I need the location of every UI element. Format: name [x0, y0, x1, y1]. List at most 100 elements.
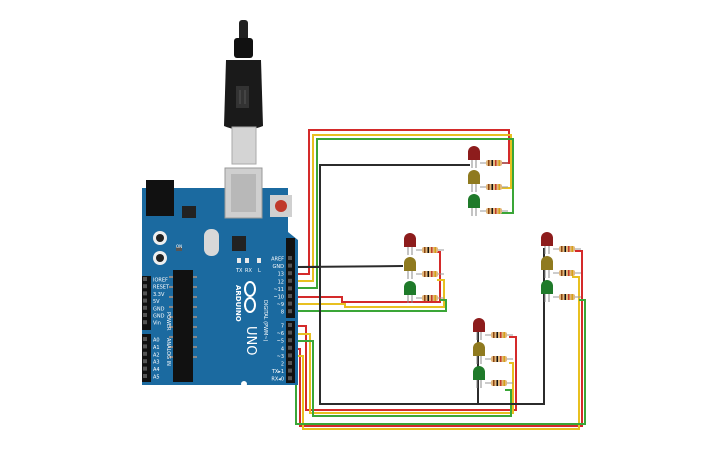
digital-pin-socket[interactable] — [288, 361, 292, 365]
power-pin-socket[interactable] — [143, 320, 147, 325]
l-label: L — [258, 268, 261, 274]
analog-pin-socket[interactable] — [143, 359, 147, 364]
power-pin-socket[interactable] — [143, 298, 147, 303]
power-pin-socket[interactable] — [143, 284, 147, 289]
resistor[interactable] — [422, 247, 438, 253]
wire-green-south[interactable] — [296, 340, 512, 417]
digital-header-top — [286, 238, 295, 318]
traffic-light-south[interactable] — [473, 318, 513, 388]
digital-pin-label: AREF — [271, 257, 284, 263]
digital-pin-socket[interactable] — [288, 376, 292, 381]
digital-pin-socket[interactable] — [288, 301, 292, 306]
resistor[interactable] — [422, 295, 438, 301]
analog-pin-socket[interactable] — [143, 374, 147, 378]
usb-cable[interactable] — [224, 20, 263, 165]
digital-pin-socket[interactable] — [288, 330, 292, 335]
power-pin-label: 5V — [153, 299, 160, 305]
digital-pin-socket[interactable] — [288, 286, 292, 291]
resistor[interactable] — [491, 356, 507, 362]
power-header-label: POWER — [165, 312, 171, 331]
digital-pin-socket[interactable] — [288, 263, 292, 268]
wire-yellow-south[interactable] — [296, 333, 514, 414]
analog-pin-label: A2 — [153, 352, 160, 358]
arduino-logo — [244, 281, 256, 313]
wire-green-east[interactable] — [295, 299, 586, 425]
traffic-light-east[interactable] — [541, 232, 581, 302]
resistor[interactable] — [559, 270, 575, 276]
digital-pin-label: 13 — [278, 272, 284, 278]
wire-red-east[interactable] — [296, 250, 583, 427]
digital-pin-socket[interactable] — [288, 353, 292, 358]
digital-pin-label: 8 — [281, 310, 284, 316]
analog-pin-socket[interactable] — [143, 337, 147, 341]
wire-green-north[interactable] — [296, 138, 514, 289]
digital-pin-socket[interactable] — [288, 278, 292, 283]
digital-pin-socket[interactable] — [288, 256, 292, 260]
led-yellow[interactable] — [404, 257, 416, 271]
wires — [295, 129, 586, 430]
led-red[interactable] — [404, 233, 416, 247]
power-pin-label: 3.3V — [153, 292, 165, 298]
power-pin-socket[interactable] — [143, 305, 147, 310]
model-label: UNO — [243, 326, 258, 355]
brand-label: ARDUINO — [234, 285, 242, 322]
wire-yellow-west[interactable] — [296, 279, 445, 308]
led-red[interactable] — [468, 146, 480, 160]
resistor[interactable] — [559, 246, 575, 252]
traffic-light-north[interactable] — [468, 146, 508, 216]
digital-pin-socket[interactable] — [288, 294, 292, 298]
led-yellow[interactable] — [473, 342, 485, 356]
analog-pin-socket[interactable] — [143, 344, 147, 349]
wire-yellow-north[interactable] — [296, 134, 512, 282]
led-red[interactable] — [473, 318, 485, 332]
resistor[interactable] — [491, 380, 507, 386]
wire-green-west[interactable] — [296, 299, 447, 312]
wire-red-south[interactable] — [296, 325, 517, 411]
analog-pin-label: A0 — [153, 338, 160, 344]
led-yellow[interactable] — [541, 256, 553, 270]
wire-gnd-west[interactable] — [295, 265, 404, 268]
led-yellow[interactable] — [468, 170, 480, 184]
digital-pin-label: ~5 — [277, 339, 284, 345]
resistor[interactable] — [491, 332, 507, 338]
power-pin-socket[interactable] — [143, 291, 147, 296]
led-green[interactable] — [468, 194, 480, 208]
power-pin-label: Vin — [153, 321, 161, 327]
wire-yellow-east[interactable] — [296, 276, 580, 430]
power-pin-label: RESET — [153, 285, 170, 291]
wire-gnd-east[interactable] — [319, 248, 545, 405]
resistor[interactable] — [486, 208, 502, 214]
power-pin-socket[interactable] — [143, 313, 147, 317]
analog-pin-socket[interactable] — [143, 366, 147, 371]
digital-pin-socket[interactable] — [288, 323, 292, 327]
led-green[interactable] — [404, 281, 416, 295]
wire-gnd-north[interactable] — [296, 164, 470, 268]
power-pin-label: IOREF — [153, 278, 168, 284]
resistor[interactable] — [486, 184, 502, 190]
led-green[interactable] — [541, 280, 553, 294]
digital-pin-socket[interactable] — [288, 309, 292, 314]
digital-pin-socket[interactable] — [288, 271, 292, 276]
resistor[interactable] — [559, 294, 575, 300]
digital-pin-socket[interactable] — [288, 345, 292, 350]
power-pin-socket[interactable] — [143, 277, 147, 281]
digital-pin-label: ~3 — [277, 354, 284, 360]
wire-red-west[interactable] — [296, 251, 441, 303]
analog-pin-socket[interactable] — [143, 351, 147, 356]
led-green[interactable] — [473, 366, 485, 380]
arduino-uno-board[interactable]: TX RX L ON ARDUINO UNO DIGITAL (PWM~) PO… — [142, 167, 298, 387]
traffic-light-west[interactable] — [404, 233, 444, 303]
led-red[interactable] — [541, 232, 553, 246]
digital-pin-socket[interactable] — [288, 338, 292, 343]
digital-header-bottom — [286, 321, 295, 383]
resistor[interactable] — [422, 271, 438, 277]
resistor[interactable] — [486, 160, 502, 166]
analog-pin-label: A5 — [153, 375, 160, 381]
digital-pin-socket[interactable] — [288, 368, 292, 373]
digital-pin-label: GND — [273, 264, 285, 270]
digital-pin-label: 4 — [281, 346, 284, 352]
rx-label: RX — [245, 268, 252, 274]
